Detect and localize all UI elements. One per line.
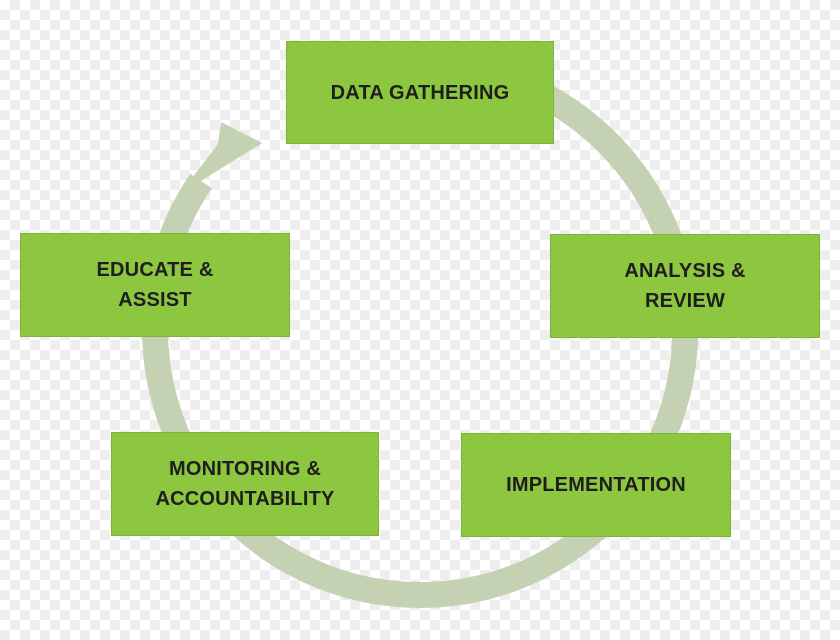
step-label: EDUCATE & ASSIST — [96, 259, 214, 311]
cycle-ring-arc — [142, 52, 699, 608]
step-data-gathering: DATA GATHERING — [286, 41, 554, 144]
step-analysis-review: ANALYSIS & REVIEW — [550, 234, 820, 338]
curved-arrow-head — [214, 122, 262, 172]
step-label: IMPLEMENTATION — [506, 474, 686, 496]
step-label: DATA GATHERING — [330, 81, 510, 104]
step-monitoring-accountability: MONITORING & ACCOUNTABILITY — [111, 432, 379, 536]
step-label: ANALYSIS & REVIEW — [624, 260, 746, 312]
step-educate-assist: EDUCATE & ASSIST — [20, 233, 290, 337]
step-implementation: IMPLEMENTATION — [461, 433, 731, 537]
step-label: MONITORING & ACCOUNTABILITY — [155, 458, 335, 510]
